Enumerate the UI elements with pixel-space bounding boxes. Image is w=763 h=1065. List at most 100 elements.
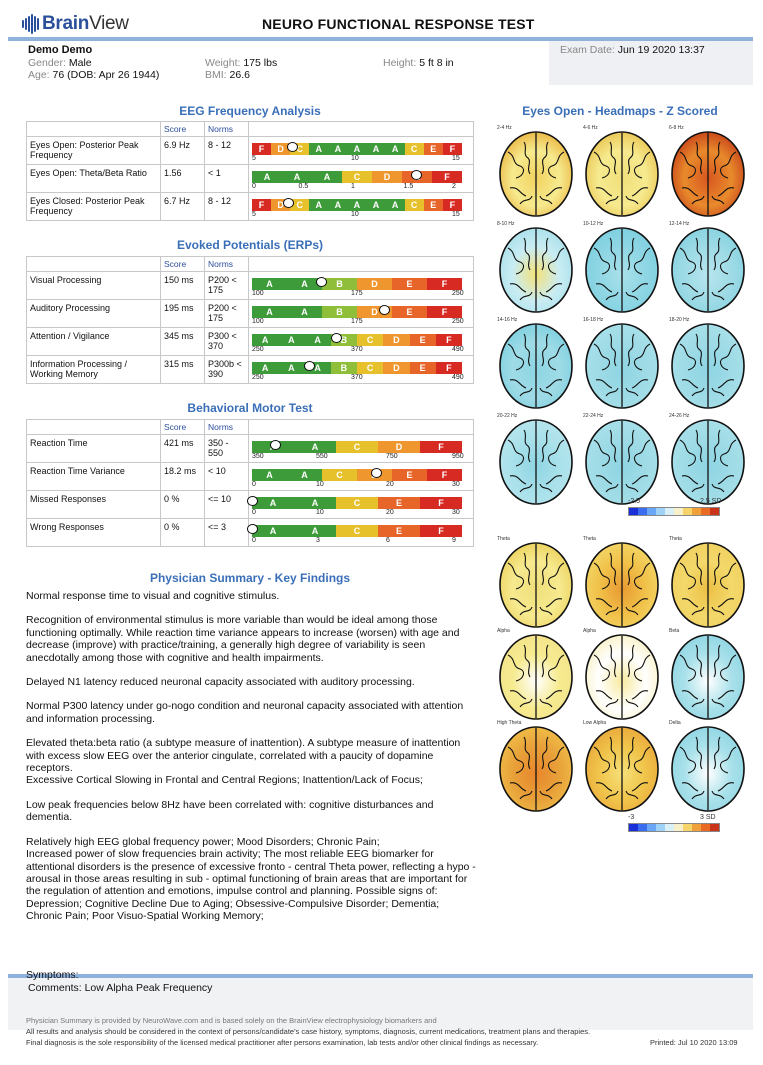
tick-label: 10: [316, 481, 324, 488]
eyes-open-headmap-label: 8-10 Hz: [497, 221, 515, 227]
row-norms: 350 - 550: [204, 434, 249, 463]
row-name: Eyes Closed: Posterior Peak Frequency: [26, 192, 161, 221]
grade-c: C: [342, 171, 372, 183]
tick-label: 250: [452, 318, 464, 325]
grade-d: D: [357, 278, 392, 290]
col-header-name: [26, 256, 161, 272]
age-value: 76 (DOB: Apr 26 1944): [52, 69, 160, 81]
patient-name: Demo Demo: [28, 44, 93, 56]
row-score: 1.56: [160, 164, 205, 193]
band-headmap-label: Theta: [669, 536, 682, 542]
eyes-open-headmap-label: 16-18 Hz: [583, 317, 604, 323]
eyes-open-headmap-label: 18-20 Hz: [669, 317, 690, 323]
grade-scale: AAACDEF00.511.52: [249, 166, 465, 192]
band-headmap-8: [671, 726, 745, 812]
band-headmap-label: Theta: [497, 536, 510, 542]
tick-label: 30: [452, 509, 460, 516]
summary-paragraph: Relatively high EEG global frequency pow…: [26, 835, 476, 923]
brainview-logo: BrainView: [22, 13, 129, 35]
height-label: Height:: [383, 57, 417, 69]
grade-a: A: [252, 469, 287, 481]
grade-a: A: [252, 362, 279, 374]
eyes-open-headmap-9: [499, 419, 573, 505]
grade-c: C: [336, 441, 378, 453]
eyes-open-headmap-label: 6-8 Hz: [669, 125, 684, 131]
eyes-open-headmap-4: [585, 227, 659, 313]
summary-paragraph: Normal response time to visual and cogni…: [26, 590, 280, 602]
gender-value: Male: [68, 57, 92, 69]
tick-label: 5: [252, 211, 256, 218]
height-value: 5 ft 8 in: [419, 57, 454, 69]
eyes-open-headmap-label: 20-22 Hz: [497, 413, 518, 419]
tick-label: 250: [452, 290, 464, 297]
row-score: 195 ms: [160, 299, 205, 328]
eyes-open-headmap-8: [671, 323, 745, 409]
row-score: 150 ms: [160, 271, 205, 300]
grade-d: D: [383, 334, 410, 346]
exam-date-value: Jun 19 2020 13:37: [617, 44, 705, 56]
row-scale: AAACDEF00.511.52: [248, 164, 474, 193]
grade-a: A: [287, 278, 322, 290]
eyes-open-headmap-label: 4-6 Hz: [583, 125, 598, 131]
zscore-colorbar-top-max: 2.5 SD: [700, 498, 722, 505]
grade-a: A: [347, 199, 367, 211]
tick-label: 250: [252, 374, 264, 381]
tick-label: 1: [351, 183, 355, 190]
band-headmap-label: Alpha: [583, 628, 596, 634]
grade-f: F: [420, 441, 462, 453]
col-header-norms: Norms: [204, 256, 249, 272]
grade-c: C: [357, 362, 384, 374]
col-header-norms: Norms: [204, 121, 249, 137]
col-header-scale: [248, 256, 474, 272]
grade-a: A: [309, 199, 329, 211]
row-name: Information Processing / Working Memory: [26, 355, 161, 384]
grade-a: A: [294, 525, 336, 537]
grade-a: A: [287, 306, 322, 318]
row-score: 421 ms: [160, 434, 205, 463]
grade-a: A: [252, 171, 282, 183]
tick-label: 175: [351, 290, 363, 297]
bmi-value: 26.6: [229, 69, 250, 81]
tick-label: 1.5: [403, 183, 414, 190]
disclaimer-line-3: Final diagnosis is the sole responsibili…: [26, 1038, 539, 1047]
row-norms: P200 < 175: [204, 299, 249, 328]
grade-bar: AAACDEF: [252, 171, 462, 183]
row-scale: AACDF350550750950: [248, 434, 474, 463]
tick-label: 370: [351, 346, 363, 353]
grade-f: F: [432, 171, 462, 183]
grade-e: E: [392, 469, 427, 481]
tick-label: 550: [316, 453, 328, 460]
grade-scale: AACDF350550750950: [249, 436, 465, 462]
eeg-section-title: EEG Frequency Analysis: [179, 104, 321, 118]
grade-f: F: [427, 278, 462, 290]
summary-paragraph: Low peak frequencies below 8Hz have been…: [26, 798, 434, 824]
grade-e: E: [392, 278, 427, 290]
zscore-colorbar-bottom: [628, 823, 720, 832]
grade-f: F: [442, 143, 462, 155]
tick-label: 100: [252, 318, 264, 325]
tick-label: 20: [386, 509, 394, 516]
tick-label: 175: [351, 318, 363, 325]
summary-paragraph: Elevated theta:beta ratio (a subtype mea…: [26, 737, 461, 787]
physician-summary: Normal response time to visual and cogni…: [26, 590, 476, 935]
eyes-open-headmap-0: [499, 131, 573, 217]
col-header-score: Score: [160, 419, 205, 435]
score-marker: [286, 142, 298, 152]
grade-c: C: [290, 199, 310, 211]
eyes-open-headmap-1: [585, 131, 659, 217]
eyes-open-headmap-label: 12-14 Hz: [669, 221, 690, 227]
grade-d: D: [372, 171, 402, 183]
